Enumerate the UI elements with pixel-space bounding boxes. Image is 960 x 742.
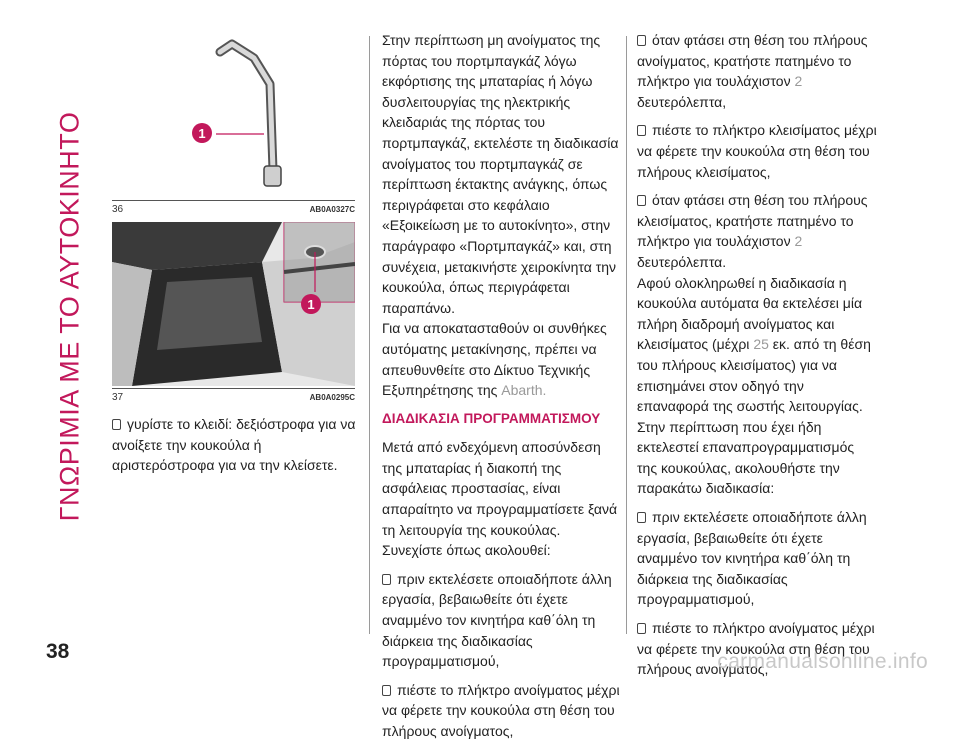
section-heading: ΔΙΑΔΙΚΑΣΙΑ ΠΡΟΓΡΑΜΜΑΤΙΣΜΟΥ bbox=[382, 410, 601, 426]
paragraph-text: Για να αποκατασταθούν οι συνθήκες αυτόμα… bbox=[382, 320, 607, 399]
checkbox-bullet-icon bbox=[382, 573, 391, 585]
bullet-text: πριν εκτελέσετε οποιαδήποτε άλλη εργασία… bbox=[382, 570, 612, 670]
bullet-text: πριν εκτελέσετε οποιαδήποτε άλλη εργασία… bbox=[637, 509, 867, 608]
paragraph: Στην περίπτωση μη ανοίγματος της πόρτας … bbox=[382, 32, 619, 316]
bullet-paragraph: πριν εκτελέσετε οποιαδήποτε άλλη εργασία… bbox=[637, 507, 877, 610]
bullet-text: γυρίστε το κλειδί: δεξιόστροφα για να αν… bbox=[112, 416, 356, 474]
column-2-text: Στην περίπτωση μη ανοίγματος της πόρτας … bbox=[382, 30, 620, 742]
bullet-paragraph: όταν φτάσει στη θέση του πλήρους ανοίγμα… bbox=[637, 30, 877, 112]
paragraph: Συνεχίστε όπως ακολουθεί: bbox=[382, 542, 551, 559]
figure-rule bbox=[112, 388, 355, 389]
brand-name: Abarth. bbox=[501, 382, 547, 399]
key-tool-illustration bbox=[112, 38, 355, 198]
figure-37-trunk: 1 bbox=[112, 221, 356, 386]
bullet-text: δευτερόλεπτα. bbox=[637, 253, 727, 270]
bullet-text: δευτερόλεπτα, bbox=[637, 93, 727, 110]
checkbox-bullet-icon bbox=[637, 35, 646, 46]
bullet-paragraph: πιέστε το πλήκτρο κλεισίματος μέχρι να φ… bbox=[637, 120, 877, 182]
paragraph: Για να αποκατασταθούν οι συνθήκες αυτόμα… bbox=[382, 318, 620, 400]
paragraph: Στην περίπτωση που έχει ήδη εκτελεστεί ε… bbox=[637, 418, 855, 497]
bullet-paragraph: γυρίστε το κλειδί: δεξιόστροφα για να αν… bbox=[112, 414, 357, 476]
paragraph-text: εκ. από τη θέση του πλήρους κλεισίματος)… bbox=[637, 336, 871, 415]
number: 2 bbox=[794, 73, 803, 90]
figure-code: AB0A0327C bbox=[309, 205, 355, 214]
column-divider bbox=[369, 36, 370, 634]
number: 25 bbox=[753, 336, 769, 353]
bullet-text: πιέστε το πλήκτρο κλεισίματος μέχρι να φ… bbox=[637, 122, 877, 180]
paragraph: Μετά από ενδεχόμενη αποσύνδεση της μπατα… bbox=[382, 439, 618, 538]
chapter-title: ΓΝΩΡΙΜΙΑ ΜΕ ΤΟ ΑΥΤΟΚΙΝΗΤΟ bbox=[54, 111, 85, 521]
figure-number: 36 bbox=[112, 204, 124, 215]
bullet-paragraph: πιέστε το πλήκτρο ανοίγματος μέχρι να φέ… bbox=[637, 618, 877, 680]
bullet-paragraph: πριν εκτελέσετε οποιαδήποτε άλλη εργασία… bbox=[382, 569, 620, 672]
checkbox-bullet-icon bbox=[637, 195, 646, 207]
number: 2 bbox=[794, 233, 803, 250]
bullet-text: πιέστε το πλήκτρο ανοίγματος μέχρι να φέ… bbox=[382, 681, 620, 739]
checkbox-bullet-icon bbox=[637, 512, 646, 524]
figure-36-tool: 1 bbox=[112, 38, 355, 198]
checkbox-bullet-icon bbox=[382, 684, 391, 696]
paragraph-text: Αφού ολοκληρωθεί η διαδικασία η κουκούλα… bbox=[637, 274, 863, 353]
bullet-paragraph: πιέστε το πλήκτρο ανοίγματος μέχρι να φέ… bbox=[382, 680, 620, 742]
figure-caption: 37 AB0A0295C bbox=[112, 392, 355, 403]
callout-number: 1 bbox=[198, 125, 206, 141]
watermark: carmanualsonline.info bbox=[717, 650, 928, 673]
column-1-text: γυρίστε το κλειδί: δεξιόστροφα για να αν… bbox=[112, 414, 357, 476]
checkbox-bullet-icon bbox=[112, 419, 121, 430]
open-trunk-illustration bbox=[112, 221, 356, 386]
chapter-side-tab: ΓΝΩΡΙΜΙΑ ΜΕ ΤΟ ΑΥΤΟΚΙΝΗΤΟ bbox=[52, 36, 88, 596]
figure-caption: 36 AB0A0327C bbox=[112, 204, 355, 215]
column-divider bbox=[626, 36, 627, 634]
callout-badge: 1 bbox=[301, 294, 321, 314]
callout-badge: 1 bbox=[192, 123, 212, 143]
checkbox-bullet-icon bbox=[637, 125, 646, 137]
checkbox-bullet-icon bbox=[637, 623, 646, 635]
bullet-text: όταν φτάσει στη θέση του πλήρους ανοίγμα… bbox=[637, 32, 868, 90]
figure-code: AB0A0295C bbox=[309, 393, 355, 402]
column-3-text: όταν φτάσει στη θέση του πλήρους ανοίγμα… bbox=[637, 30, 877, 680]
bullet-text: όταν φτάσει στη θέση του πλήρους κλεισίμ… bbox=[637, 192, 868, 250]
figure-rule bbox=[112, 200, 355, 201]
paragraph: Αφού ολοκληρωθεί η διαδικασία η κουκούλα… bbox=[637, 273, 877, 417]
page-number: 38 bbox=[46, 640, 70, 663]
bullet-text: πιέστε το πλήκτρο ανοίγματος μέχρι να φέ… bbox=[637, 620, 875, 678]
bullet-paragraph: όταν φτάσει στη θέση του πλήρους κλεισίμ… bbox=[637, 190, 877, 272]
figure-number: 37 bbox=[112, 392, 124, 403]
callout-number: 1 bbox=[307, 296, 315, 312]
